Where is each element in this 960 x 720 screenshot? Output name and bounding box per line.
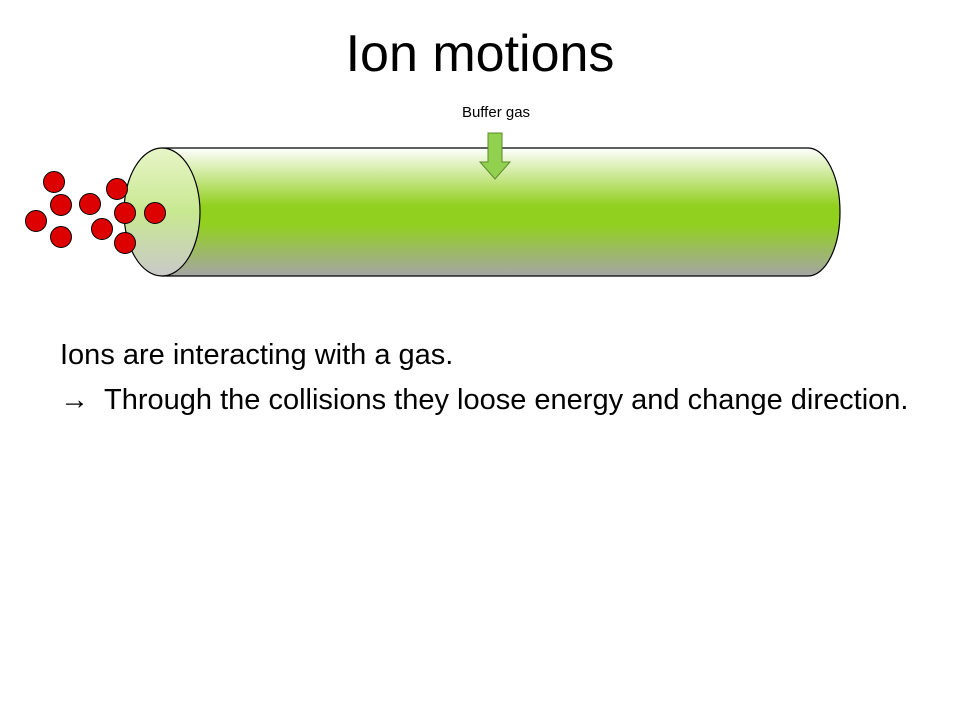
ion [50,194,72,216]
buffer-gas-arrow-icon [478,132,512,180]
slide-body: Ions are interacting with a gas. → Throug… [60,338,920,418]
ion [114,232,136,254]
buffer-gas-label: Buffer gas [462,104,530,121]
ion [50,226,72,248]
body-line-ions-interacting: Ions are interacting with a gas. [60,339,454,371]
collisions-text: Through the collisions they loose energy… [104,383,909,416]
slide-title: Ion motions [345,25,615,83]
body-line-collisions: → Through the collisions they loose energ… [60,383,920,418]
ion-cluster [25,171,166,254]
ion [91,218,113,240]
ion [144,202,166,224]
ion [43,171,65,193]
right-arrow-icon: → [60,383,89,416]
ion [79,193,101,215]
ion-trap-diagram: Buffer gas [25,104,841,277]
ion [106,178,128,200]
tube-body [161,147,841,277]
ion [114,202,136,224]
ion [25,210,47,232]
